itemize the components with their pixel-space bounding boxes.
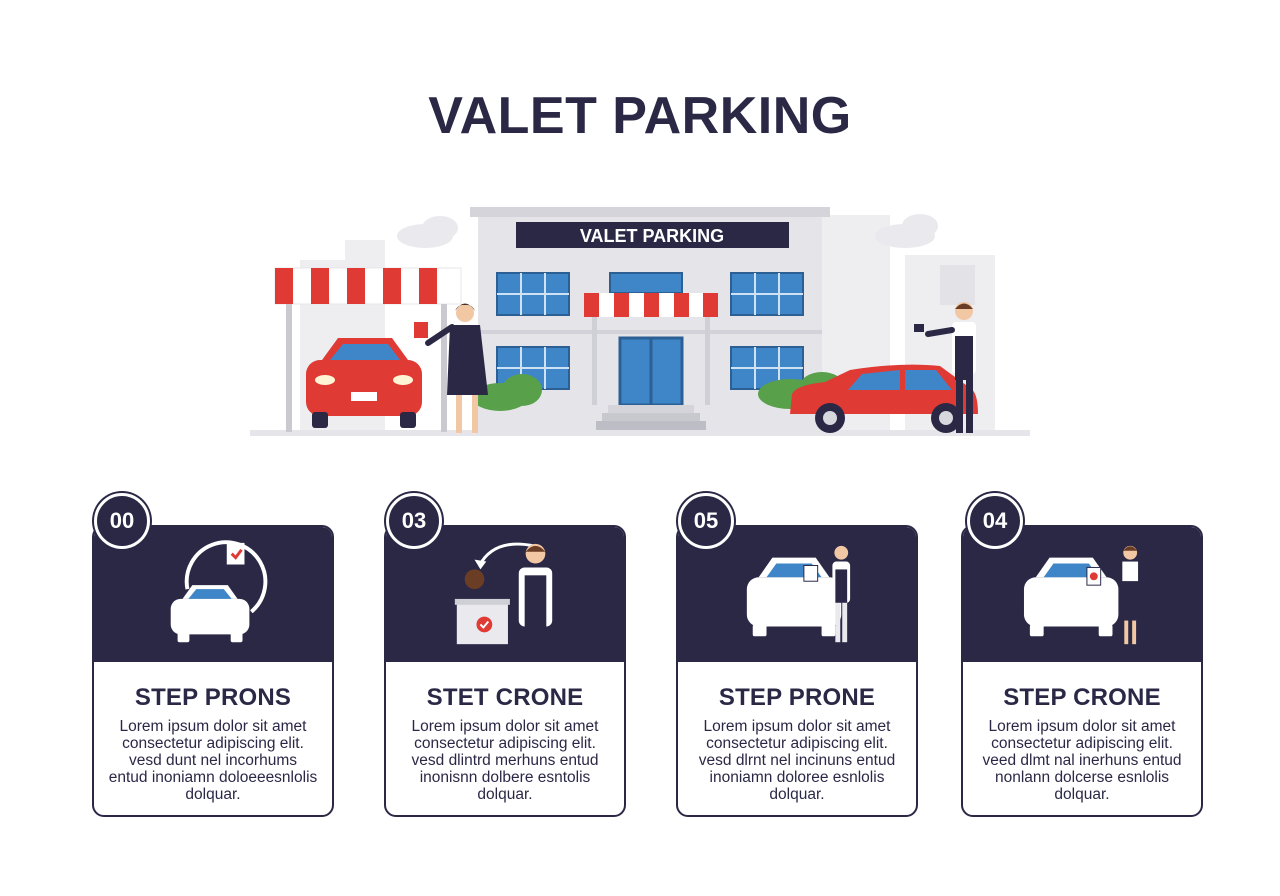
red-car-side	[790, 364, 978, 433]
car-return-icon	[1023, 545, 1142, 645]
car-key-handover-icon	[170, 540, 268, 643]
step-number-badge: 03	[386, 493, 442, 549]
step-description: Lorem ipsum dolor sit amet consectetur a…	[108, 718, 318, 803]
valet-attendant-man	[914, 302, 976, 433]
page-title: VALET PARKING	[428, 87, 852, 145]
step-card-4: STEP CRONE Lorem ipsum dolor sit amet co…	[961, 525, 1203, 817]
red-car-front	[306, 338, 422, 428]
car-and-valet-icon	[746, 545, 851, 643]
left-awning	[274, 267, 462, 432]
valet-building-illustration: VALET PARKING	[250, 207, 1030, 436]
step-card-1: STEP PRONS Lorem ipsum dolor sit amet co…	[92, 525, 334, 817]
step-card-3: STEP PRONE Lorem ipsum dolor sit amet co…	[676, 525, 918, 817]
valet-sign-text: VALET PARKING	[580, 226, 724, 246]
step-card-2: STET CRONE Lorem ipsum dolor sit amet co…	[384, 525, 626, 817]
step-number-badge: 05	[678, 493, 734, 549]
step-title: STEP CRONE	[1003, 684, 1161, 711]
step-description: Lorem ipsum dolor sit amet consectetur a…	[698, 718, 896, 803]
ground-line	[250, 430, 1030, 436]
step-title: STEP PRONS	[134, 684, 292, 711]
step-description: Lorem ipsum dolor sit amet consectetur a…	[982, 718, 1182, 803]
step-number-badge: 00	[94, 493, 150, 549]
cloud-icon	[397, 214, 938, 248]
valet-desk-icon	[454, 542, 553, 645]
step-title: STEP PRONE	[718, 684, 876, 711]
step-title: STET CRONE	[426, 684, 584, 711]
valet-attendant-woman	[414, 303, 488, 433]
valet-sign	[516, 222, 789, 248]
step-number-badge: 04	[967, 493, 1023, 549]
step-description: Lorem ipsum dolor sit amet consectetur a…	[411, 718, 599, 803]
